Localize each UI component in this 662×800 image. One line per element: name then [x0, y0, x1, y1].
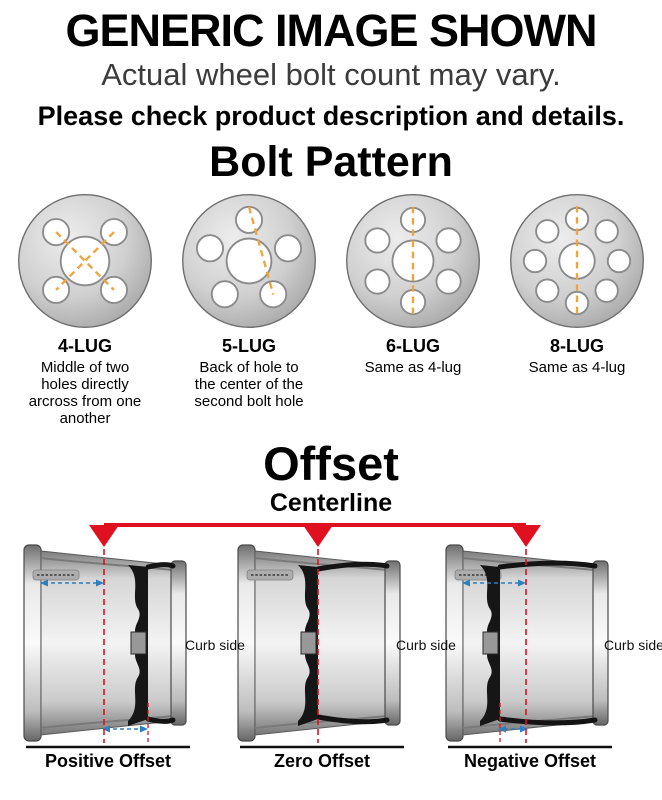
bolt-pattern-row: 4-LUG Middle of two holes directly arcro…: [0, 191, 662, 428]
curb-side-label: Curb side: [185, 637, 245, 654]
lug-4-description: Middle of two holes directly arcross fro…: [28, 358, 142, 428]
zero-offset-label: Zero Offset: [273, 751, 371, 772]
centerline-marker-icon: [303, 525, 333, 548]
offset-wheels-diagram: [23, 539, 612, 749]
curb-side-label: Curb side: [396, 637, 456, 654]
centerline-label: Centerline: [269, 489, 393, 518]
note: Please check product description and det…: [37, 100, 625, 131]
lug-6-description: Same as 4-lug: [364, 358, 462, 376]
lug-8-name: 8-LUG: [550, 335, 604, 356]
offset-diagram-area: Centerline: [0, 489, 662, 784]
curb-side-label: Curb side: [604, 637, 662, 654]
subtitle: Actual wheel bolt count may vary.: [101, 56, 561, 92]
positive-offset-label: Positive Offset: [44, 751, 172, 772]
centerline-marker-icon: [89, 525, 119, 548]
lug-8-description: Same as 4-lug: [528, 358, 626, 376]
zero-offset-wheel: [237, 539, 404, 749]
lug-4-wheel-icon: [18, 193, 152, 328]
lug-6-column: 6-LUG Same as 4-lug: [334, 191, 492, 376]
lug-4-column: 4-LUG Middle of two holes directly arcro…: [6, 191, 164, 428]
negative-offset-label: Negative Offset: [463, 751, 597, 772]
bolt-pattern-title: Bolt Pattern: [209, 138, 453, 187]
offset-measure-arrow: [498, 725, 528, 733]
top-measure-arrow: [40, 579, 104, 587]
lug-8-wheel-icon: [510, 193, 644, 328]
lug-4-name: 4-LUG: [58, 335, 112, 356]
main-title: GENERIC IMAGE SHOWN: [65, 5, 597, 56]
positive-offset-wheel: [23, 539, 190, 749]
lug-5-wheel-icon: [182, 193, 316, 328]
lug-5-column: 5-LUG Back of hole to the center of the …: [170, 191, 328, 411]
offset-title: Offset: [263, 436, 399, 490]
centerline-marker-icon: [511, 525, 541, 548]
lug-6-name: 6-LUG: [386, 335, 440, 356]
negative-offset-wheel: [445, 539, 612, 749]
lug-5-description: Back of hole to the center of the second…: [194, 358, 304, 411]
lug-8-column: 8-LUG Same as 4-lug: [498, 191, 656, 376]
lug-5-name: 5-LUG: [222, 335, 276, 356]
offset-measure-arrow: [102, 725, 148, 733]
lug-6-wheel-icon: [346, 193, 480, 328]
top-measure-arrow: [462, 579, 526, 587]
